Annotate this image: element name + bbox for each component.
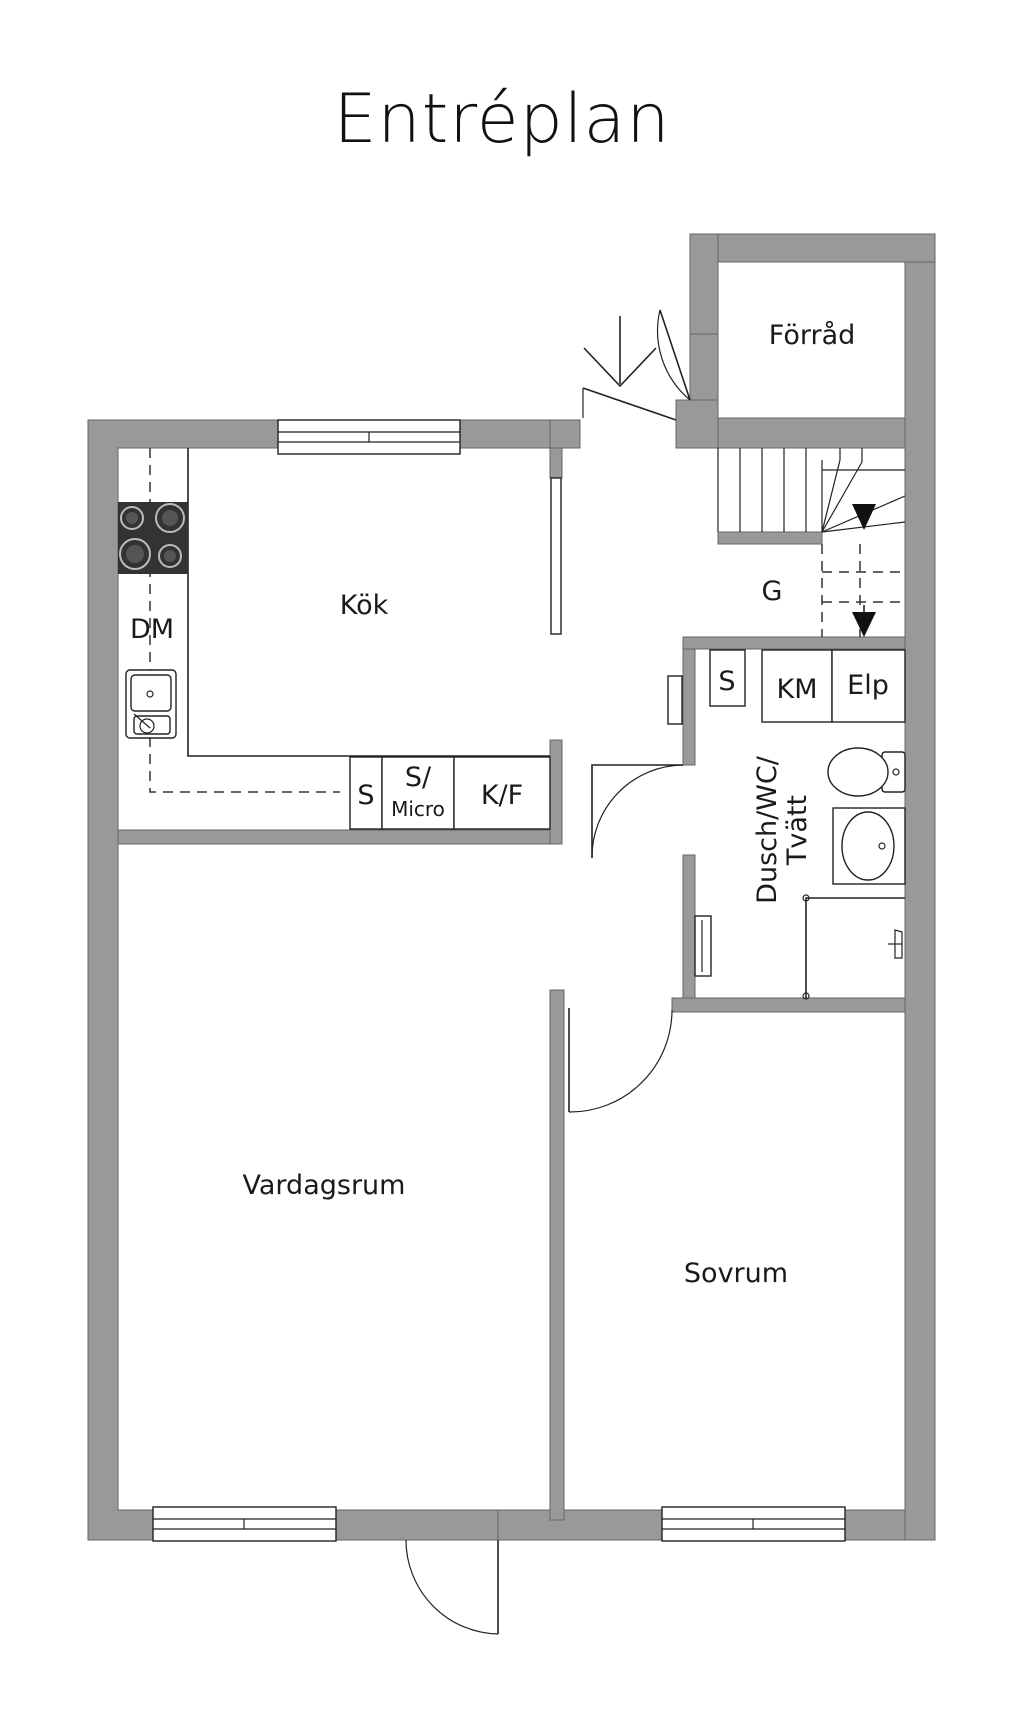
door-entrance — [582, 387, 677, 421]
label-kf: K/F — [481, 780, 523, 811]
room-label-dusch-line1: Dusch/WC/ — [752, 755, 783, 904]
washbasin-icon — [832, 807, 906, 885]
door-bathroom — [591, 764, 684, 859]
page-title: Entréplan — [334, 80, 671, 159]
label-dm: DM — [130, 614, 174, 645]
shower-icon — [802, 894, 905, 1000]
kitchen-counter — [149, 448, 551, 830]
room-label-sovrum: Sovrum — [684, 1258, 788, 1289]
radiator-bathroom — [694, 915, 712, 977]
interior-walls — [117, 447, 906, 1521]
bathroom-cabinets — [667, 649, 906, 725]
stairs — [717, 448, 906, 533]
label-km: KM — [776, 674, 817, 705]
stairs-lower-dashed — [821, 544, 905, 637]
label-s-micro-line1: S/ — [405, 762, 432, 793]
kitchen-partition — [550, 477, 562, 635]
exterior-walls — [87, 233, 936, 1541]
label-s-bathroom: S — [718, 666, 735, 697]
room-label-forrad: Förråd — [769, 320, 856, 351]
window-kitchen — [277, 419, 461, 455]
window-bedroom — [661, 1506, 846, 1542]
room-label-vardagsrum: Vardagsrum — [243, 1170, 406, 1201]
label-elp: Elp — [847, 670, 889, 701]
door-bedroom — [568, 1008, 673, 1113]
entrance-arrow-icon — [583, 316, 657, 388]
room-label-dusch-line2: Tvätt — [782, 795, 813, 866]
stove-icon — [118, 502, 188, 574]
room-label-kok: Kök — [340, 590, 389, 621]
label-s-micro-line2: Micro — [391, 797, 445, 821]
window-living — [152, 1506, 337, 1542]
room-label-g: G — [762, 576, 783, 607]
door-living-balcony — [405, 1539, 499, 1635]
label-s-kitchen: S — [357, 780, 374, 811]
toilet-icon — [827, 747, 906, 797]
sink-icon — [125, 669, 177, 739]
stair-arrow-icon — [852, 612, 876, 637]
stair-arrow-icon — [852, 504, 876, 530]
door-storage — [656, 309, 691, 401]
